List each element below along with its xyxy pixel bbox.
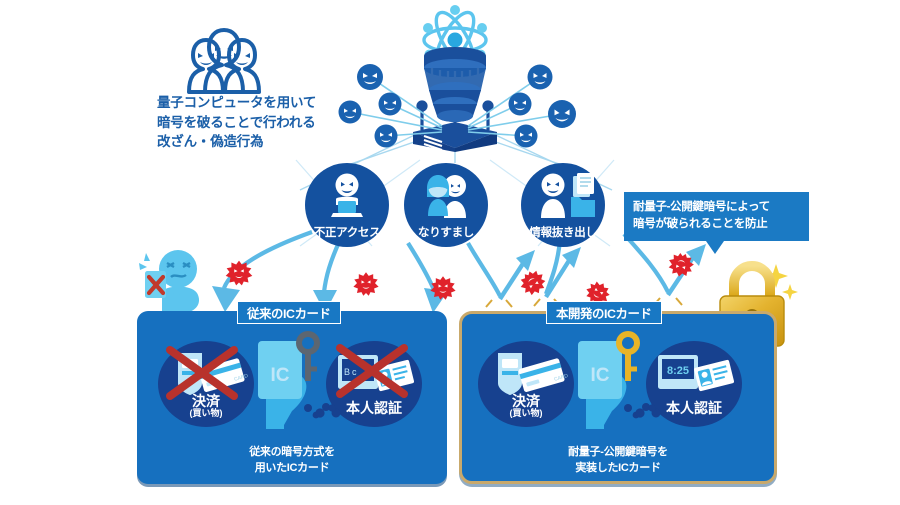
legacy-ic-label: IC	[271, 365, 290, 386]
attack-node-label: 情報抜き出し	[529, 227, 597, 239]
attack-node-data-exfiltration[interactable]: 情報抜き出し	[521, 163, 605, 247]
threat-caption-line-1: 量子コンピュータを用いて	[157, 95, 317, 110]
evil-face-center	[215, 45, 233, 59]
new-dots-right	[624, 404, 656, 418]
payment-terminal-card-icon: CARD	[498, 353, 569, 395]
new-payment-circle[interactable]: CARD 決済 (買い物)	[478, 341, 574, 427]
sweat-drops-icon	[139, 253, 150, 270]
new-payment-sub: (買い物)	[509, 408, 543, 419]
new-payment-label: 決済	[512, 393, 540, 410]
svg-text:CARD: CARD	[554, 373, 570, 383]
data-exfiltration-folder-icon	[541, 173, 595, 218]
svg-text:B: B	[344, 367, 350, 377]
virus-malware-icon-group	[225, 253, 694, 305]
evil-crowd-icon	[187, 28, 261, 94]
new-caption-line-1: 耐量子-公開鍵暗号を	[568, 446, 668, 458]
callout-tip	[706, 240, 724, 254]
callout-line-2: 暗号が破られることを防止	[633, 216, 768, 230]
svg-text:c: c	[352, 367, 357, 377]
grey-key-icon	[296, 331, 320, 381]
new-caption-line-2: 実装したICカード	[575, 461, 661, 474]
legacy-ic-card-hand: IC	[258, 331, 341, 429]
legacy-panel-caption: 従来の暗号方式を 用いたICカード	[192, 445, 392, 477]
attack-node-unauthorized-access[interactable]: 不正アクセス	[305, 163, 389, 247]
new-auth-circle[interactable]: 8:25 本人認証	[646, 341, 742, 427]
legacy-payment-sub: (買い物)	[189, 408, 223, 419]
sparkle-icon	[764, 264, 798, 300]
evil-node-group	[338, 64, 576, 148]
new-auth-label: 本人認証	[666, 400, 722, 416]
attack-node-impersonation[interactable]: なりすまし	[404, 163, 488, 247]
clock-id-card-icon: 8:25	[658, 355, 735, 392]
legacy-caption-line-2: 用いたICカード	[254, 461, 330, 474]
impersonation-two-faces-icon	[427, 175, 466, 218]
threat-caption: 量子コンピュータを用いて 暗号を破ることで行われる 改ざん・偽造行為	[157, 93, 367, 152]
legacy-auth-label: 本人認証	[346, 400, 402, 416]
clock-time-display: 8:25	[667, 365, 689, 377]
new-panel-tag[interactable]: 本開発のICカード	[546, 301, 662, 324]
evil-face-right	[234, 53, 250, 65]
callout-line-1: 耐量子-公開鍵暗号によって	[633, 200, 770, 213]
new-ic-card-hand: IC	[578, 331, 661, 429]
distressed-face	[166, 261, 191, 278]
card-x-mark	[146, 274, 166, 296]
evil-face-left	[198, 53, 214, 65]
quantum-network-nodes	[338, 64, 576, 148]
legacy-payment-label: 決済	[192, 393, 220, 410]
hacker-laptop-icon	[331, 173, 363, 217]
gold-key-icon	[616, 331, 640, 381]
quantum-computer-icon	[413, 5, 497, 152]
new-panel-caption: 耐量子-公開鍵暗号を 実装したICカード	[518, 445, 718, 477]
new-ic-label: IC	[591, 365, 610, 386]
deflected-arrowheads	[516, 244, 706, 271]
attack-node-label: なりすまし	[418, 227, 474, 239]
protection-callout: 耐量子-公開鍵暗号によって 暗号が破られることを防止	[624, 192, 809, 254]
attack-node-label: 不正アクセス	[313, 227, 381, 239]
threat-caption-line-3: 改ざん・偽造行為	[157, 134, 264, 150]
legacy-dots-right	[304, 404, 336, 418]
threat-caption-line-2: 暗号を破ることで行われる	[157, 114, 316, 130]
legacy-caption-line-1: 従来の暗号方式を	[249, 446, 335, 458]
legacy-payment-cross-icon	[166, 346, 238, 400]
legacy-panel-tag[interactable]: 従来のICカード	[237, 301, 341, 324]
svg-text:CARD: CARD	[234, 373, 250, 383]
distressed-person-icon	[139, 250, 200, 313]
quantum-cryostat	[424, 47, 486, 133]
legacy-auth-cross-icon	[336, 344, 408, 398]
